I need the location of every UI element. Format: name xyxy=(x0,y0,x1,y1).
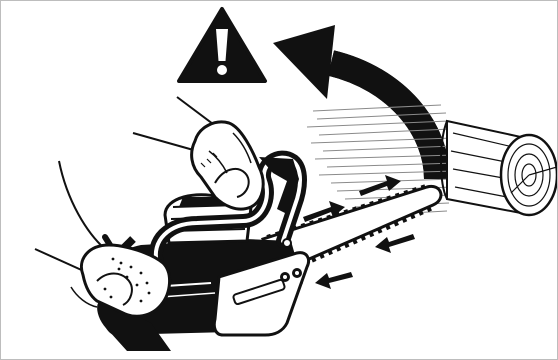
upper-hand xyxy=(133,97,263,209)
warning-triangle-icon xyxy=(179,9,265,81)
lower-hand xyxy=(35,161,170,316)
